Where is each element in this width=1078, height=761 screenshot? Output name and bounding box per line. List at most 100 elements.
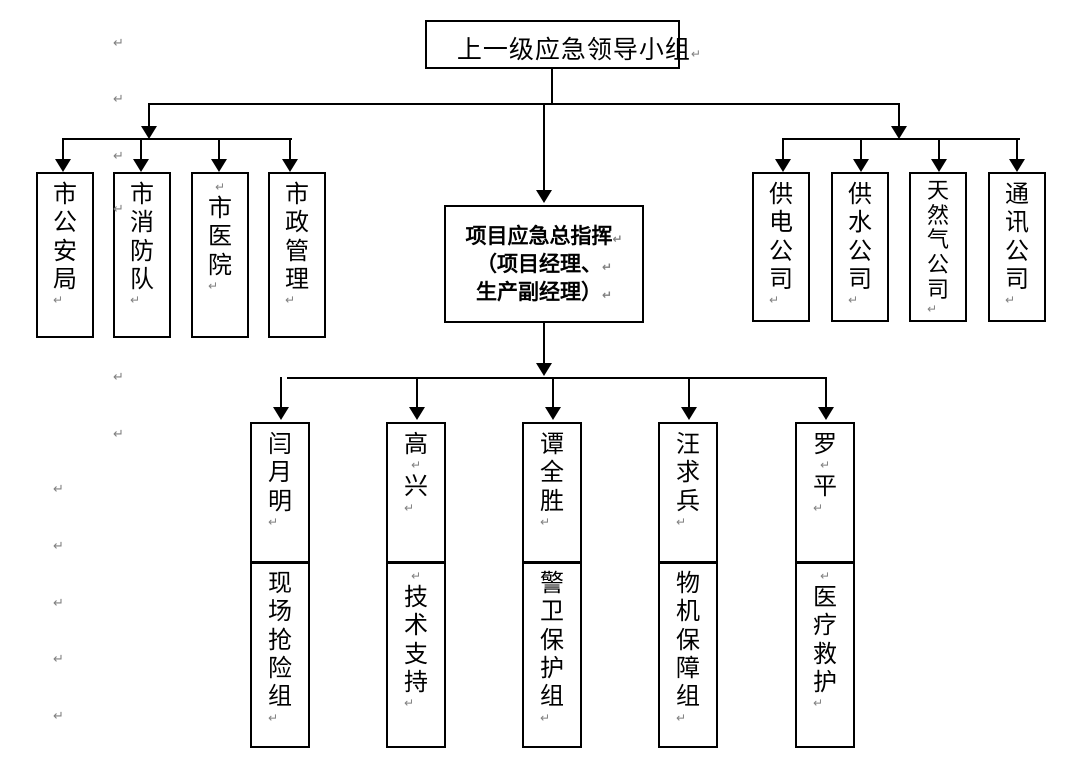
connector-right-stem-4 [1016, 138, 1018, 163]
node-team-group-物机保障组[interactable]: 物机保障组↵ [658, 563, 718, 748]
node-team-group-医疗救护[interactable]: ↵医疗救护↵ [795, 563, 855, 748]
connector-right-stem-1 [782, 138, 784, 163]
node-right-供水公司[interactable]: 供水公司↵ [831, 172, 889, 322]
connector-left-branch-drop [148, 103, 150, 130]
glyph: 理↵ [285, 264, 309, 308]
node-team-leader-罗平[interactable]: 罗↵平↵ [795, 422, 855, 563]
pilcrow-icon: ↵ [848, 293, 859, 308]
arrowhead-right-branch [891, 126, 907, 139]
node-team-group-警卫保护组[interactable]: 警卫保护组↵ [522, 563, 582, 748]
arrowhead-team-4 [681, 407, 697, 420]
pilcrow-icon: ↵ [53, 596, 64, 611]
connector-team-stem-3 [552, 377, 554, 410]
glyph: 组↵ [676, 682, 700, 725]
team-group-label: 现场抢险组↵ [268, 569, 292, 725]
glyph: 讯 [1005, 208, 1029, 237]
glyph: 院↵ [208, 250, 232, 294]
pilcrow-icon: ↵ [819, 569, 831, 583]
pilcrow-icon: ↵ [53, 709, 64, 724]
pilcrow-icon: ↵ [404, 696, 415, 711]
glyph: 抢 [268, 625, 292, 654]
pilcrow-icon: ↵ [690, 46, 702, 61]
glyph: 安 [53, 236, 77, 265]
right-node-label: 通讯公司↵ [1005, 180, 1029, 307]
node-project-emergency-commander[interactable]: 项目应急总指挥↵ （项目经理、↵ 生产副经理）↵ [444, 205, 644, 323]
pilcrow-icon: ↵ [113, 36, 124, 51]
connector-left-stem-1 [62, 138, 64, 163]
glyph: 医 [208, 222, 232, 251]
glyph: 护↵ [813, 668, 837, 711]
command-line-2: （项目经理、 [475, 251, 602, 277]
connector-right-stem-3 [938, 138, 940, 163]
pilcrow-icon: ↵ [601, 287, 613, 302]
arrowhead-left-1 [55, 159, 71, 172]
root-node-label: 上一级应急领导小组 [456, 34, 691, 64]
pilcrow-icon: ↵ [113, 92, 124, 107]
glyph: 公 [53, 208, 77, 237]
glyph: 市 [130, 180, 154, 208]
connector-left-subbus [62, 138, 292, 140]
glyph: 然 [926, 203, 949, 229]
left-node-label: 市公安局↵ [53, 180, 77, 307]
node-upper-level-emergency-leadership-group[interactable]: 上一级应急领导小组↵ [425, 20, 701, 69]
node-right-通讯公司[interactable]: 通讯公司↵ [988, 172, 1046, 322]
team-cell-divider-1 [250, 562, 310, 564]
arrowhead-team-bus [536, 363, 552, 376]
team-group-label: ↵技术支持↵ [404, 569, 428, 711]
connector-team-stem-1 [280, 377, 282, 410]
pilcrow-icon: ↵ [113, 427, 124, 442]
node-team-group-现场抢险组[interactable]: 现场抢险组↵ [250, 563, 310, 748]
node-team-leader-谭全胜[interactable]: 谭全胜↵ [522, 422, 582, 563]
glyph: 技 [404, 583, 428, 612]
pilcrow-icon: ↵ [676, 514, 687, 529]
pilcrow-icon: ↵ [53, 482, 64, 497]
glyph: 卫 [540, 597, 564, 626]
node-left-市医院[interactable]: ↵市医院↵ [191, 172, 249, 338]
pilcrow-icon: ↵ [214, 180, 226, 194]
glyph: 汪 [676, 430, 700, 458]
pilcrow-icon: ↵ [113, 370, 124, 385]
glyph: 求 [676, 458, 700, 487]
glyph: 兵↵ [676, 486, 700, 529]
pilcrow-icon: ↵ [268, 710, 279, 725]
arrowhead-right-3 [931, 159, 947, 172]
connector-right-subbus [782, 138, 1020, 140]
arrowhead-left-4 [282, 159, 298, 172]
glyph: 术 [404, 611, 428, 640]
pilcrow-icon: ↵ [113, 202, 124, 217]
glyph: 司↵ [769, 264, 793, 308]
team-leader-label: 罗↵平↵ [813, 430, 837, 515]
pilcrow-icon: ↵ [540, 514, 551, 529]
pilcrow-icon: ↵ [410, 458, 422, 473]
glyph: 消 [130, 208, 154, 237]
pilcrow-icon: ↵ [819, 458, 831, 473]
node-left-市消防队[interactable]: 市消防队↵ [113, 172, 171, 338]
node-team-leader-高兴[interactable]: 高↵兴↵ [386, 422, 446, 563]
node-team-leader-汪求兵[interactable]: 汪求兵↵ [658, 422, 718, 563]
node-left-市公安局[interactable]: 市公安局↵ [36, 172, 94, 338]
connector-left-stem-3 [218, 138, 220, 163]
connector-team-stem-2 [416, 377, 418, 410]
pilcrow-icon: ↵ [208, 279, 219, 294]
node-team-leader-闫月明[interactable]: 闫月明↵ [250, 422, 310, 563]
node-team-group-技术支持[interactable]: ↵技术支持↵ [386, 563, 446, 748]
node-left-市政管理[interactable]: 市政管理↵ [268, 172, 326, 338]
glyph: 公 [1005, 236, 1029, 265]
team-group-label: 物机保障组↵ [676, 569, 700, 725]
connector-team-stem-4 [688, 377, 690, 410]
node-right-天然气公司[interactable]: 天然气公司↵ [909, 172, 967, 322]
glyph: 警 [540, 569, 564, 597]
glyph: 市 [208, 194, 232, 223]
team-cell-divider-4 [658, 562, 718, 564]
right-node-label: 供电公司↵ [769, 180, 793, 307]
arrowhead-command [536, 190, 552, 203]
glyph: 支 [404, 639, 428, 668]
glyph: 司↵ [1005, 264, 1029, 308]
arrowhead-left-branch [141, 126, 157, 139]
node-right-供电公司[interactable]: 供电公司↵ [752, 172, 810, 322]
glyph: 市 [285, 180, 309, 208]
pilcrow-icon: ↵ [813, 696, 824, 711]
glyph: 天 [926, 179, 949, 204]
pilcrow-icon: ↵ [926, 302, 938, 317]
